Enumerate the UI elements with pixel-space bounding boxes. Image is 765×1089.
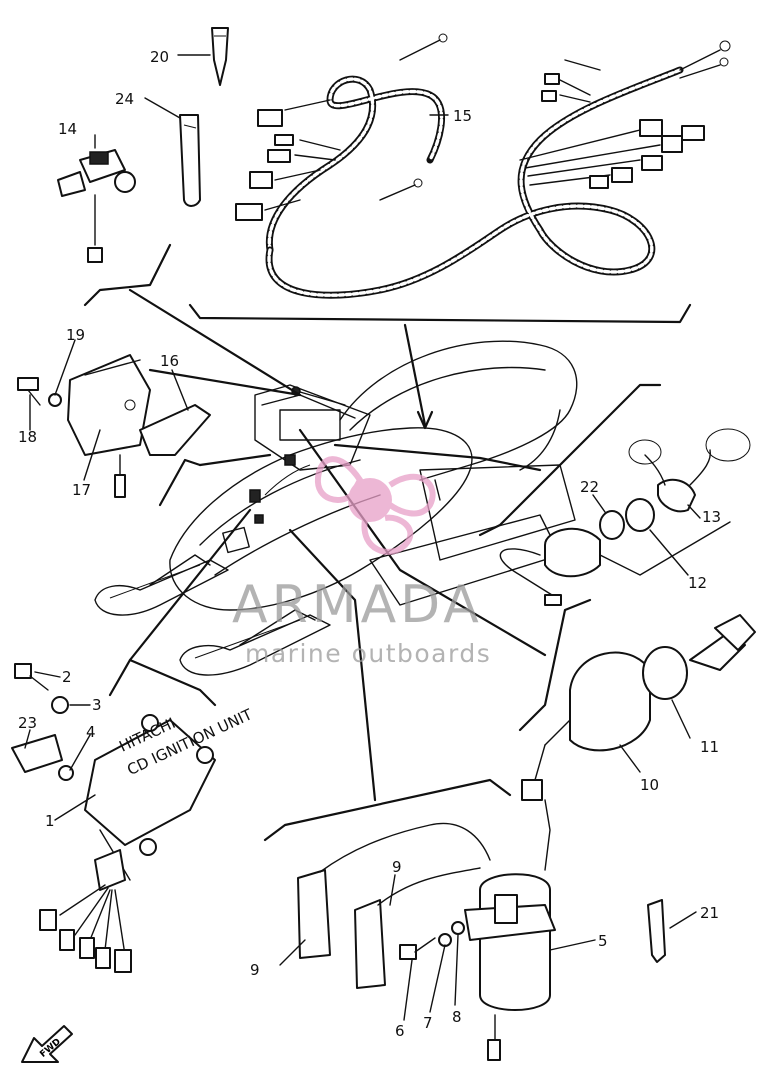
watermark-brand: ARMADA bbox=[232, 575, 483, 635]
group-brackets bbox=[83, 243, 692, 842]
callout-9-left: 9 bbox=[250, 961, 260, 979]
callout-22: 22 bbox=[580, 478, 599, 496]
band-24 bbox=[179, 114, 201, 207]
bolt-6 bbox=[399, 937, 436, 960]
callout-11: 11 bbox=[700, 738, 719, 756]
callout-5: 5 bbox=[598, 932, 608, 950]
regulator-17 bbox=[67, 354, 151, 498]
bracket-16 bbox=[139, 404, 211, 456]
callout-20: 20 bbox=[150, 48, 169, 66]
callout-4: 4 bbox=[86, 723, 96, 741]
callout-13: 13 bbox=[702, 508, 721, 526]
callout-21: 21 bbox=[700, 904, 719, 922]
callout-2: 2 bbox=[62, 668, 72, 686]
nut-12 bbox=[625, 498, 655, 532]
plug-cap-9-right bbox=[354, 867, 481, 989]
callout-6: 6 bbox=[395, 1022, 405, 1040]
bolt-2 bbox=[14, 663, 49, 691]
callout-12: 12 bbox=[688, 574, 707, 592]
callout-18: 18 bbox=[18, 428, 37, 446]
nut-8 bbox=[451, 921, 465, 935]
key bbox=[689, 614, 756, 671]
callout-16: 16 bbox=[160, 352, 179, 370]
fwd-arrow-icon: FWD bbox=[21, 1025, 73, 1063]
switch-12 bbox=[499, 527, 601, 606]
callout-9-right: 9 bbox=[392, 858, 402, 876]
washer-19 bbox=[48, 393, 62, 407]
band-21 bbox=[647, 899, 666, 963]
callout-24: 24 bbox=[115, 90, 134, 108]
callout-17: 17 bbox=[72, 481, 91, 499]
cdi-unit-1 bbox=[39, 714, 216, 973]
snowmobile-body bbox=[169, 340, 578, 611]
callout-7: 7 bbox=[423, 1014, 433, 1032]
nut-3 bbox=[51, 696, 69, 714]
callout-8: 8 bbox=[452, 1008, 462, 1026]
callout-leaders bbox=[24, 54, 731, 1021]
plug-cap-9-left bbox=[297, 822, 491, 959]
watermark-tagline: marine outboards bbox=[245, 639, 491, 668]
ski-rear bbox=[179, 609, 331, 676]
callout-1: 1 bbox=[45, 812, 55, 830]
cap-13 bbox=[628, 428, 751, 513]
washer-7 bbox=[438, 933, 452, 947]
washer-22 bbox=[599, 510, 625, 540]
callout-15: 15 bbox=[453, 107, 472, 125]
cover-11 bbox=[642, 646, 688, 700]
main-switch-10 bbox=[521, 651, 651, 801]
watermark: ARMADA marine outboards bbox=[232, 456, 491, 668]
callout-3: 3 bbox=[92, 696, 102, 714]
wire-harness bbox=[235, 33, 731, 299]
callout-14: 14 bbox=[58, 120, 77, 138]
bracket-23 bbox=[11, 734, 63, 773]
callout-10: 10 bbox=[640, 776, 659, 794]
ignition-coil-5 bbox=[464, 799, 556, 1061]
callout-23: 23 bbox=[18, 714, 37, 732]
propeller-logo-icon bbox=[314, 456, 436, 555]
bolt-18 bbox=[17, 377, 41, 406]
ski-front bbox=[94, 554, 229, 616]
clip-20 bbox=[211, 27, 229, 86]
callout-19: 19 bbox=[66, 326, 85, 344]
switch-14 bbox=[57, 149, 136, 263]
